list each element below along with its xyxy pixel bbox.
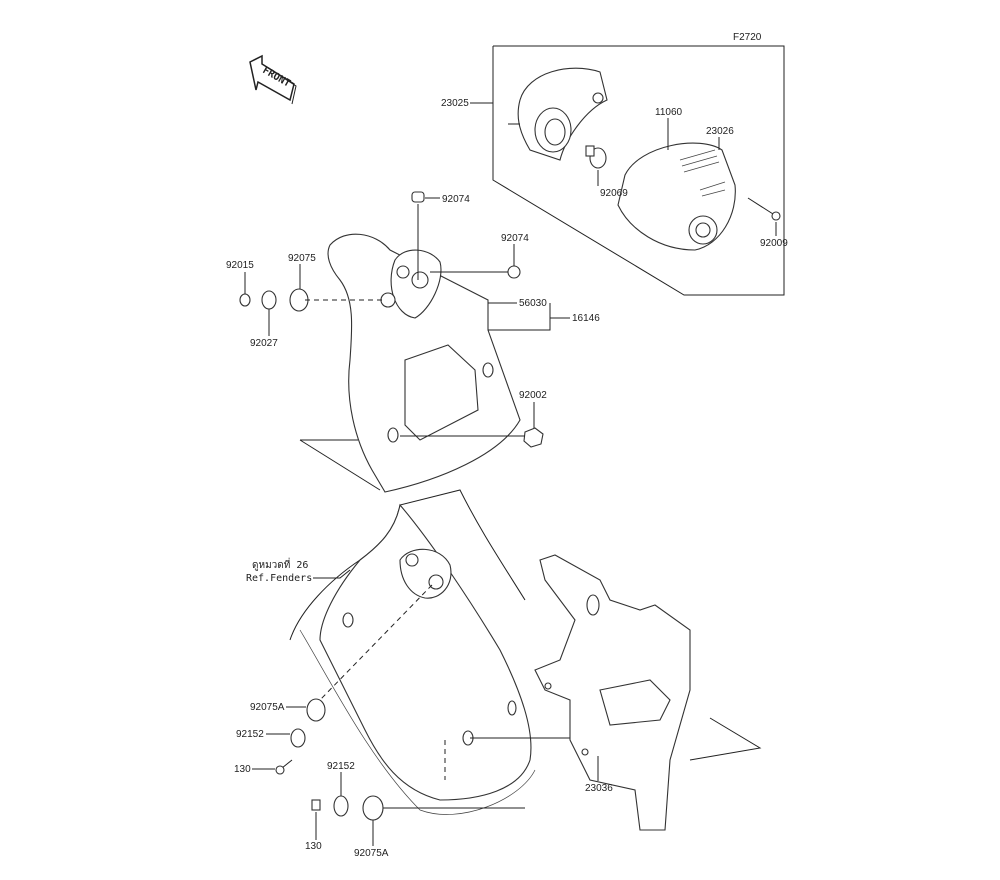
callout-130: 130 xyxy=(234,764,251,775)
fasteners xyxy=(275,698,384,821)
license-plate-bracket xyxy=(299,233,521,493)
front-arrow-icon: FRONT xyxy=(249,54,297,105)
figure-code: F2720 xyxy=(733,32,762,43)
callout-23025: 23025 xyxy=(441,98,469,109)
callout-92009: 92009 xyxy=(760,238,788,249)
callout-92074-b: 92074 xyxy=(501,233,529,244)
callout-92069: 92069 xyxy=(600,188,628,199)
callout-23036: 23036 xyxy=(585,783,613,794)
bulb xyxy=(585,145,607,169)
callout-11060: 11060 xyxy=(655,107,683,118)
callout-92075A-b: 92075A xyxy=(354,848,389,859)
callout-130-b: 130 xyxy=(305,841,322,852)
callout-16146: 16146 xyxy=(572,313,600,324)
callout-92015: 92015 xyxy=(226,260,254,271)
callout-23026: 23026 xyxy=(706,126,734,137)
callout-92002: 92002 xyxy=(519,390,547,401)
taillight-assembly-box xyxy=(492,45,785,296)
callout-56030: 56030 xyxy=(519,298,547,309)
callout-92152-b: 92152 xyxy=(327,761,355,772)
screw xyxy=(747,197,781,221)
taillight-base xyxy=(508,67,608,161)
rear-fender xyxy=(289,489,536,815)
sub-bracket xyxy=(534,554,762,831)
reference-thai-text: ดูหมวดที่ 26 xyxy=(252,557,308,571)
callout-92074: 92074 xyxy=(442,194,470,205)
reference-fenders-text: Ref.Fenders xyxy=(246,573,312,584)
taillight-lens xyxy=(617,142,736,251)
callout-92027: 92027 xyxy=(250,338,278,349)
callout-92075A: 92075A xyxy=(250,702,285,713)
callout-92075: 92075 xyxy=(288,253,316,264)
callout-92152: 92152 xyxy=(236,729,264,740)
